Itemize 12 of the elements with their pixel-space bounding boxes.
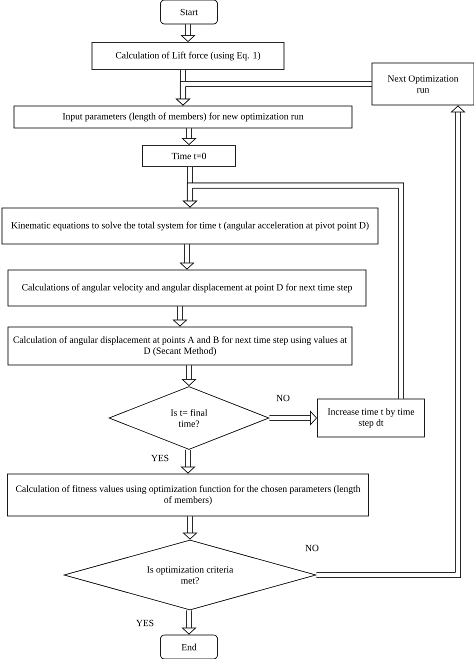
edge-label: YES [151,454,168,462]
process-box: Calculation of fitness values using optimization function for the chosen parameters (length of members) [7,474,369,516]
terminal-box: Start [160,0,218,24]
process-box: Calculations of angular velocity and angular displacement at point D for next time step [8,270,366,306]
edge-label: NO [305,544,318,552]
edge-label: NO [276,394,290,402]
process-box: Next Optimization run [372,62,474,106]
process-box: Calculation of angular displacement at points A and B for next time step using values at D (Secant Method) [8,326,352,366]
edge-label: YES [136,620,154,626]
process-box: Increase time t by time step dt [317,398,425,438]
process-box: Kinematic equations to solve the total system for time t (angular acceleration at pivot point D) [2,208,378,244]
terminal-box: End [160,634,218,659]
